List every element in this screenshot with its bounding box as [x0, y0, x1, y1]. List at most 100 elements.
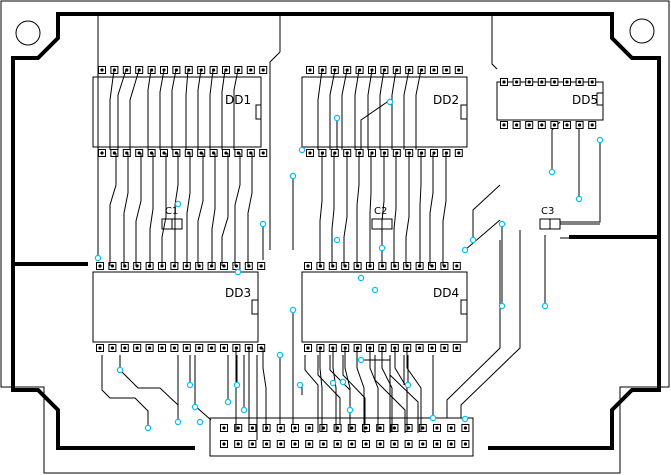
dd3-bottom-pin-hole-9: [197, 346, 201, 350]
connector-row1-pin-hole-16: [435, 426, 439, 430]
dd5-bottom-pin-hole-7: [578, 123, 582, 127]
trace-top-4: [147, 69, 152, 150]
via-16: [469, 236, 477, 244]
trace-vertical-17: [369, 153, 372, 266]
dd2-top-pin-hole-1: [308, 68, 312, 72]
dd2-top-pin-hole-7: [382, 68, 386, 72]
trace-vertical-21: [419, 153, 422, 266]
connector-row2-pin-hole-18: [463, 442, 467, 446]
trace-vertical-4: [149, 153, 154, 266]
ground-frame: [11, 12, 661, 450]
trace-top-11: [233, 69, 239, 150]
trace-top-13: [329, 69, 336, 150]
trace-top-16: [367, 69, 373, 150]
connector-row1-pin-hole-13: [392, 426, 396, 430]
connector-row2-pin-hole-1: [222, 442, 226, 446]
trace-vertical-18: [381, 153, 385, 266]
via-20: [548, 168, 556, 176]
trace-vertical-6: [174, 153, 179, 266]
via-23: [116, 366, 124, 374]
trace-vertical-16: [356, 153, 360, 266]
pin-pads: [96, 66, 597, 448]
trace-top-18: [391, 69, 397, 150]
connector-row1-pin-hole-10: [350, 426, 354, 430]
dd5-bottom-pin-hole-8: [590, 123, 594, 127]
trace-vertical-10: [221, 153, 229, 266]
trace-connector-10: [394, 348, 408, 432]
connector-row1-pin-hole-12: [378, 426, 382, 430]
mounting-hole-top-left: [15, 20, 41, 46]
trace-vertical-2: [123, 153, 129, 266]
connector-row2-pin-hole-9: [336, 442, 340, 446]
dd3-bottom-pin-hole-10: [210, 346, 214, 350]
trace-vertical-12: [247, 153, 253, 266]
trace-vertical-3: [135, 153, 142, 266]
via-31: [196, 418, 204, 426]
via-38: [429, 414, 437, 422]
via-17: [498, 220, 506, 228]
trace-top-15: [354, 69, 360, 150]
dd3-top-pin-hole-11: [222, 264, 226, 268]
trace-connector-9: [381, 348, 393, 432]
dd3-top-pin-hole-12: [234, 264, 238, 268]
dd5-top-pin-hole-2: [515, 80, 519, 84]
dd1-bottom-pin-hole-1: [100, 151, 104, 155]
trace-top-7: [185, 69, 189, 150]
dd5-bottom-pin-hole-5: [552, 123, 557, 127]
connector-row1-pin-hole-5: [279, 426, 283, 430]
via-8: [333, 114, 341, 122]
dd4-top-pin-hole-5: [356, 264, 360, 268]
via-28: [224, 398, 232, 406]
via-7: [276, 351, 284, 359]
via-21: [575, 195, 583, 203]
via-37: [404, 381, 412, 389]
chip-dd2: DD2: [301, 76, 468, 148]
via-26: [186, 381, 194, 389]
dd1-bottom-pin-hole-4: [137, 151, 141, 155]
vias: [94, 98, 604, 432]
chip-dd4: DD4: [301, 271, 468, 343]
via-35: [346, 406, 354, 414]
connector-row2-pin-hole-2: [236, 442, 240, 446]
capacitor-c1: C1: [161, 206, 183, 230]
dd2-top-pin-hole-13: [457, 68, 461, 72]
dd5-top-pin-hole-1: [502, 80, 506, 84]
trace-vertical-14: [331, 153, 335, 266]
dd4-bottom-pin-hole-12: [442, 346, 446, 350]
trace-vertical-23: [442, 153, 447, 266]
chip-label-dd3: DD3: [225, 286, 251, 300]
trace-connector-5: [332, 348, 337, 432]
via-1: [94, 254, 102, 262]
chip-dd3: DD3: [92, 271, 259, 343]
trace-connector-8: [369, 348, 379, 432]
connector-row2-pin-hole-13: [392, 442, 396, 446]
via-15: [461, 246, 469, 254]
connector-row1-pin-hole-8: [321, 426, 325, 430]
dd2-bottom-pin-hole-10: [420, 151, 424, 155]
dd1-bottom-pin-hole-11: [224, 151, 228, 155]
via-36: [357, 356, 365, 364]
connector-row2-pin-hole-16: [435, 442, 439, 446]
connector-row1-pin-hole-14: [407, 426, 411, 430]
chip-dd1: DD1: [92, 76, 262, 148]
capacitor-label-c3: C3: [541, 206, 554, 217]
chip-dd5: DD5: [496, 81, 604, 121]
trace-connector-7: [356, 348, 365, 432]
dd4-top-pin-hole-11: [430, 264, 434, 268]
dd2-bottom-pin-hole-1: [308, 151, 312, 155]
dd3-bottom-pin-hole-8: [185, 346, 189, 350]
dd4-bottom-pin-hole-5: [356, 346, 360, 350]
trace-vertical-15: [343, 153, 348, 266]
trace-top-17: [379, 69, 385, 150]
trace-vertical-11: [234, 153, 241, 266]
dd2-top-pin-hole-12: [444, 68, 448, 72]
edge-connector: [209, 417, 474, 457]
connector-row2-pin-hole-5: [279, 442, 283, 446]
dd5-top-pin-hole-8: [590, 80, 594, 84]
dd4-bottom-pin-hole-11: [430, 346, 434, 350]
trace-connector-11: [406, 348, 422, 432]
trace-top-19: [403, 69, 410, 150]
trace-vertical-13: [319, 153, 323, 266]
connector-row1-pin-hole-2: [236, 426, 240, 430]
